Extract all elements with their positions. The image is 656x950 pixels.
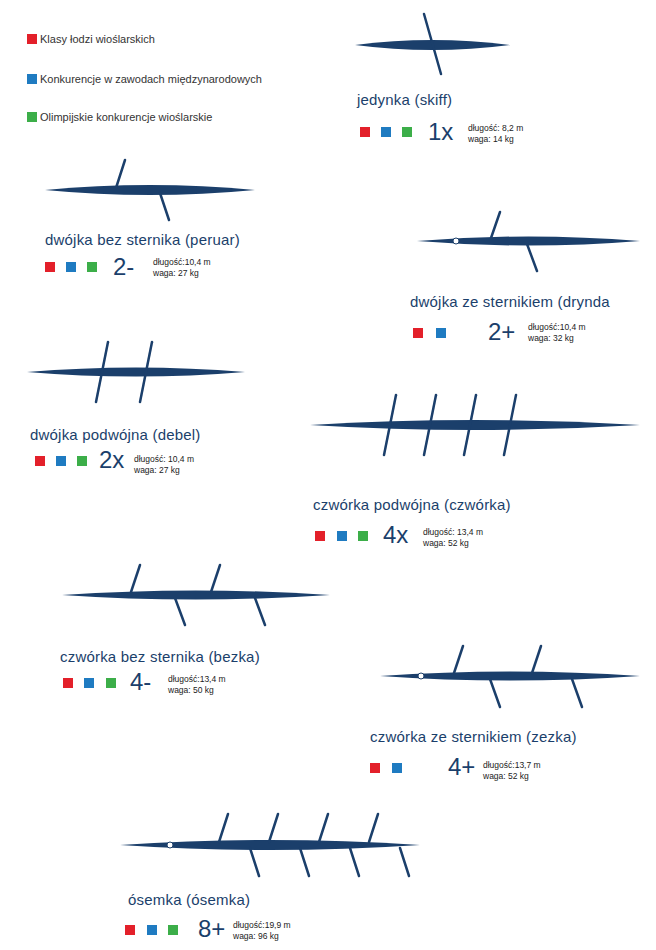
boat-symbol: 8+: [198, 916, 225, 942]
boat-class-name: ósemka (ósemka): [128, 892, 250, 909]
boat-weight: waga: 14 kg: [468, 135, 514, 144]
oar: [175, 598, 185, 625]
category-marker: [402, 127, 412, 137]
oar: [255, 598, 265, 625]
boat-class-name: czwórka ze sternikiem (zezka): [370, 729, 577, 746]
category-marker: [84, 678, 94, 688]
oar: [572, 679, 582, 707]
boat-symbol: 1x: [428, 119, 453, 145]
boat-weight: waga: 96 kg: [233, 932, 279, 941]
oar: [250, 848, 259, 876]
boat-hull: [27, 368, 245, 377]
oar: [400, 848, 409, 876]
coxswain-seat: [453, 238, 459, 244]
boat-weight: waga: 52 kg: [423, 539, 469, 548]
boat-hull: [45, 185, 255, 195]
oar: [211, 565, 220, 592]
category-marker: [77, 456, 87, 466]
boat-length: długość:19,9 m: [233, 921, 291, 930]
category-marker: [63, 678, 73, 688]
oar: [116, 160, 125, 188]
oar: [384, 395, 396, 455]
category-marker: [147, 925, 157, 935]
category-marker: [360, 127, 370, 137]
category-marker: [168, 925, 178, 935]
boat-symbol: 4x: [383, 522, 408, 548]
boat-length: długość: 10,4 m: [134, 455, 194, 464]
boat-length: długość: 13,4 m: [423, 528, 483, 537]
boat-class-name: dwójka ze sternikiem (drynda: [410, 294, 610, 311]
boat-symbol: 4-: [130, 669, 151, 695]
boat-class-name: czwórka podwójna (czwórka): [313, 497, 511, 514]
boat-symbol: 2-: [113, 254, 134, 280]
coxswain-seat: [167, 842, 173, 848]
oar: [96, 342, 108, 402]
boat-hull: [380, 672, 640, 681]
category-marker: [35, 456, 45, 466]
boat-symbol: 2+: [488, 319, 515, 345]
category-marker: [381, 127, 391, 137]
oar: [350, 848, 359, 876]
boat-weight: waga: 27 kg: [134, 466, 180, 475]
boat-hull: [62, 591, 330, 600]
legend-swatch: [27, 74, 37, 84]
legend-swatch: [27, 34, 37, 44]
oar: [504, 395, 516, 455]
boat-class-name: dwójka podwójna (debel): [30, 427, 201, 444]
oar: [464, 395, 476, 455]
boat-length: długość:10,4 m: [153, 258, 211, 267]
boat-class-name: jedynka (skiff): [357, 92, 452, 109]
category-marker: [315, 531, 325, 541]
category-marker: [392, 763, 402, 773]
oar: [532, 646, 541, 673]
category-marker: [358, 531, 368, 541]
boat-length: długość:10,4 m: [528, 323, 586, 332]
legend-swatch: [27, 112, 37, 122]
oar: [527, 244, 537, 271]
category-marker: [56, 456, 66, 466]
category-marker: [413, 328, 423, 338]
oar: [140, 342, 152, 402]
boat-weight: waga: 52 kg: [483, 772, 529, 781]
coxswain-seat: [418, 673, 424, 679]
oar: [319, 814, 328, 842]
boat-length: długość:13,4 m: [168, 675, 226, 684]
category-marker: [436, 328, 446, 338]
category-marker: [66, 262, 76, 272]
boat-weight: waga: 32 kg: [528, 334, 574, 343]
legend-label: Olimpijskie konkurencje wioślarskie: [40, 111, 212, 123]
oar: [219, 814, 228, 842]
boat-class-name: dwójka bez sternika (peruar): [45, 232, 240, 249]
oar: [424, 14, 441, 74]
oar: [491, 212, 500, 238]
category-marker: [125, 925, 135, 935]
oar: [269, 814, 278, 842]
oar: [131, 565, 140, 592]
boat-length: długość: 8,2 m: [468, 124, 523, 133]
legend-label: Klasy łodzi wioślarskich: [40, 33, 155, 45]
legend-label: Konkurencje w zawodach międzynarodowych: [40, 73, 262, 85]
oar: [369, 814, 378, 842]
boat-weight: waga: 50 kg: [168, 686, 214, 695]
boat-weight: waga: 27 kg: [153, 269, 199, 278]
oar: [454, 646, 463, 673]
boat-hull: [417, 237, 640, 246]
category-marker: [87, 262, 97, 272]
boat-symbol: 4+: [448, 754, 475, 780]
boat-class-name: czwórka bez sternika (bezka): [60, 649, 260, 666]
boat-hull: [310, 420, 640, 430]
category-marker: [337, 531, 347, 541]
oar: [424, 395, 436, 455]
oar: [160, 193, 169, 220]
category-marker: [370, 763, 380, 773]
boat-length: długość:13,7 m: [483, 761, 541, 770]
oar: [490, 679, 500, 707]
boat-symbol: 2x: [99, 447, 124, 473]
category-marker: [106, 678, 116, 688]
oar: [300, 848, 309, 876]
category-marker: [45, 262, 55, 272]
